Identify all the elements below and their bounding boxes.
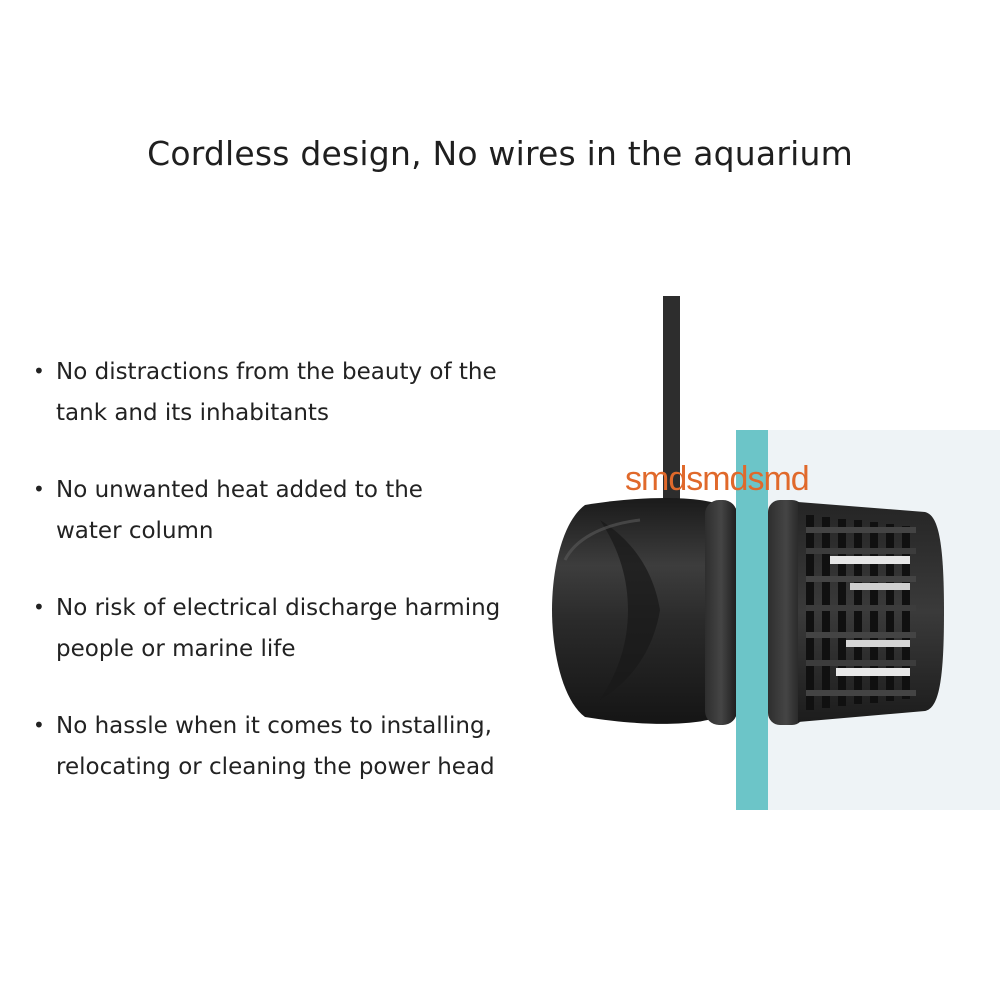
body-highlight [563, 518, 641, 561]
page-title: Cordless design, No wires in the aquariu… [147, 134, 853, 173]
body-groove [600, 520, 660, 700]
feature-list: • No distractions from the beauty of the… [30, 352, 550, 824]
watermark-text: smdsmdsmd [625, 460, 810, 498]
feature-text-line: No distractions from the beauty of the [56, 359, 497, 385]
list-item: • No unwanted heat added to the water co… [30, 470, 550, 552]
list-item: • No distractions from the beauty of the… [30, 352, 550, 434]
outer-unit-collar [705, 500, 737, 725]
pump-slats [806, 527, 916, 696]
feature-text-line: water column [56, 518, 214, 544]
bullet-icon: • [33, 713, 45, 737]
list-item: • No hassle when it comes to installing,… [30, 706, 550, 788]
feature-text-line: No unwanted heat added to the [56, 477, 423, 503]
list-item: • No risk of electrical discharge harmin… [30, 588, 550, 670]
aquarium-glass-icon [736, 430, 768, 810]
feature-text-line: tank and its inhabitants [56, 400, 329, 426]
feature-text-line: relocating or cleaning the power head [56, 754, 495, 780]
inner-pump-collar [768, 500, 804, 725]
bullet-icon: • [33, 359, 45, 383]
pump-illustration [552, 296, 1000, 810]
pump-grille [806, 515, 910, 710]
feature-text-line: No hassle when it comes to installing, [56, 713, 492, 739]
feature-text-line: No risk of electrical discharge harming [56, 595, 501, 621]
feature-text-line: people or marine life [56, 636, 296, 662]
bullet-icon: • [33, 477, 45, 501]
bullet-icon: • [33, 595, 45, 619]
cable [663, 296, 680, 511]
